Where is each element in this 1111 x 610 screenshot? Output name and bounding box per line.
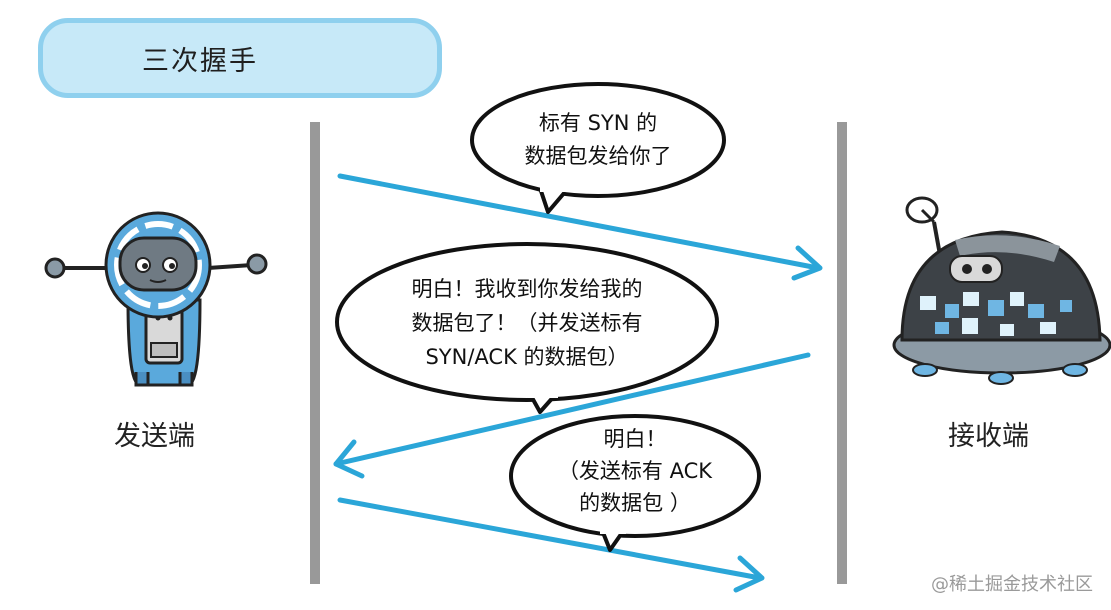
synack-arrow bbox=[333, 352, 811, 479]
syn-speech-bubble: 标有 SYN 的 数据包发给你了 bbox=[470, 82, 726, 214]
sender-label: 发送端 bbox=[114, 421, 195, 452]
ack-bubble-line-3: 的数据包 ） bbox=[579, 491, 691, 515]
synack-bubble-line-1: 明白！我收到你发给我的 bbox=[412, 277, 643, 301]
title-box: 三次握手 bbox=[38, 18, 442, 98]
watermark-text: @稀土掘金技术社区 bbox=[931, 574, 1093, 595]
sender-lifeline bbox=[310, 122, 320, 584]
receiver-robot-icon bbox=[892, 196, 1111, 385]
syn-arrow bbox=[337, 173, 823, 281]
ack-bubble-line-2: （发送标有 ACK bbox=[558, 459, 713, 483]
sender-robot-icon bbox=[44, 211, 268, 387]
syn-bubble-line-2: 数据包发给你了 bbox=[525, 144, 672, 168]
synack-bubble-line-2: 数据包了！（并发送标有 bbox=[412, 311, 643, 335]
ack-bubble-line-1: 明白！ bbox=[604, 427, 667, 451]
syn-bubble-line-1: 标有 SYN 的 bbox=[539, 111, 657, 135]
receiver-lifeline bbox=[837, 122, 847, 584]
synack-bubble-line-3: SYN/ACK 的数据包） bbox=[425, 345, 628, 369]
receiver-label: 接收端 bbox=[948, 421, 1029, 452]
ack-arrow bbox=[337, 497, 765, 593]
synack-speech-bubble: 明白！我收到你发给我的 数据包了！（并发送标有 SYN/ACK 的数据包） bbox=[335, 242, 719, 414]
diagram-title: 三次握手 bbox=[142, 45, 258, 77]
ack-speech-bubble: 明白！ （发送标有 ACK 的数据包 ） bbox=[509, 414, 761, 552]
